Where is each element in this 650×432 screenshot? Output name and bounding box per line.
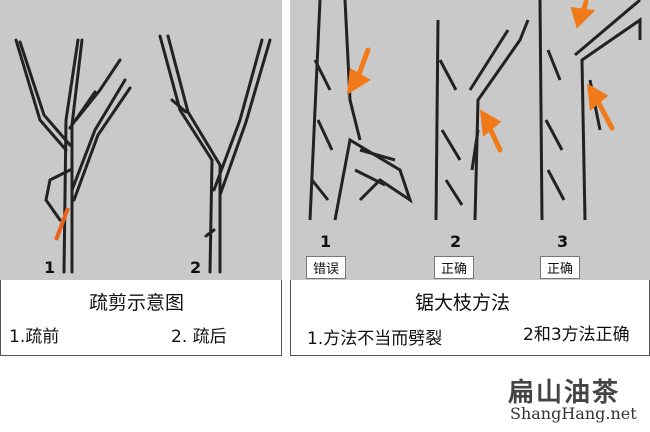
tree-before-thinning <box>14 38 132 274</box>
right-caption-box: 锯大枝方法 1.方法不当而劈裂 2和3方法正确 <box>290 280 650 356</box>
right-label-3: 3 <box>557 232 569 251</box>
pruning-diagram-panel <box>0 0 282 280</box>
right-label-1: 1 <box>320 232 332 251</box>
right-caption-sub-1: 1.方法不当而劈裂 <box>307 329 443 349</box>
right-caption-title: 锯大枝方法 <box>415 292 511 314</box>
watermark-url: ShangHang.net <box>510 404 637 423</box>
left-caption-sub-2: 2. 疏后 <box>171 327 227 347</box>
left-label-2: 2 <box>190 258 202 277</box>
watermark-brand: 扁山油茶 <box>508 378 621 408</box>
tag-wrong: 错误 <box>306 256 347 279</box>
tree-after-thinning <box>158 34 272 274</box>
tag-correct-3: 正确 <box>540 256 581 279</box>
trunk-correct-3 <box>538 0 642 221</box>
right-label-2: 2 <box>450 232 462 251</box>
left-label-1: 1 <box>44 258 56 277</box>
left-caption-sub-1: 1.疏前 <box>9 327 60 347</box>
right-caption-sub-2: 2和3方法正确 <box>523 325 630 345</box>
cut-mark <box>54 207 70 241</box>
trunk-correct-2 <box>434 19 530 221</box>
tag-correct-2: 正确 <box>434 256 475 279</box>
left-caption-box: 疏剪示意图 1.疏前 2. 疏后 <box>0 280 282 356</box>
left-caption-title: 疏剪示意图 <box>89 292 185 314</box>
arrows <box>346 0 615 153</box>
trunk-wrong <box>308 0 413 221</box>
